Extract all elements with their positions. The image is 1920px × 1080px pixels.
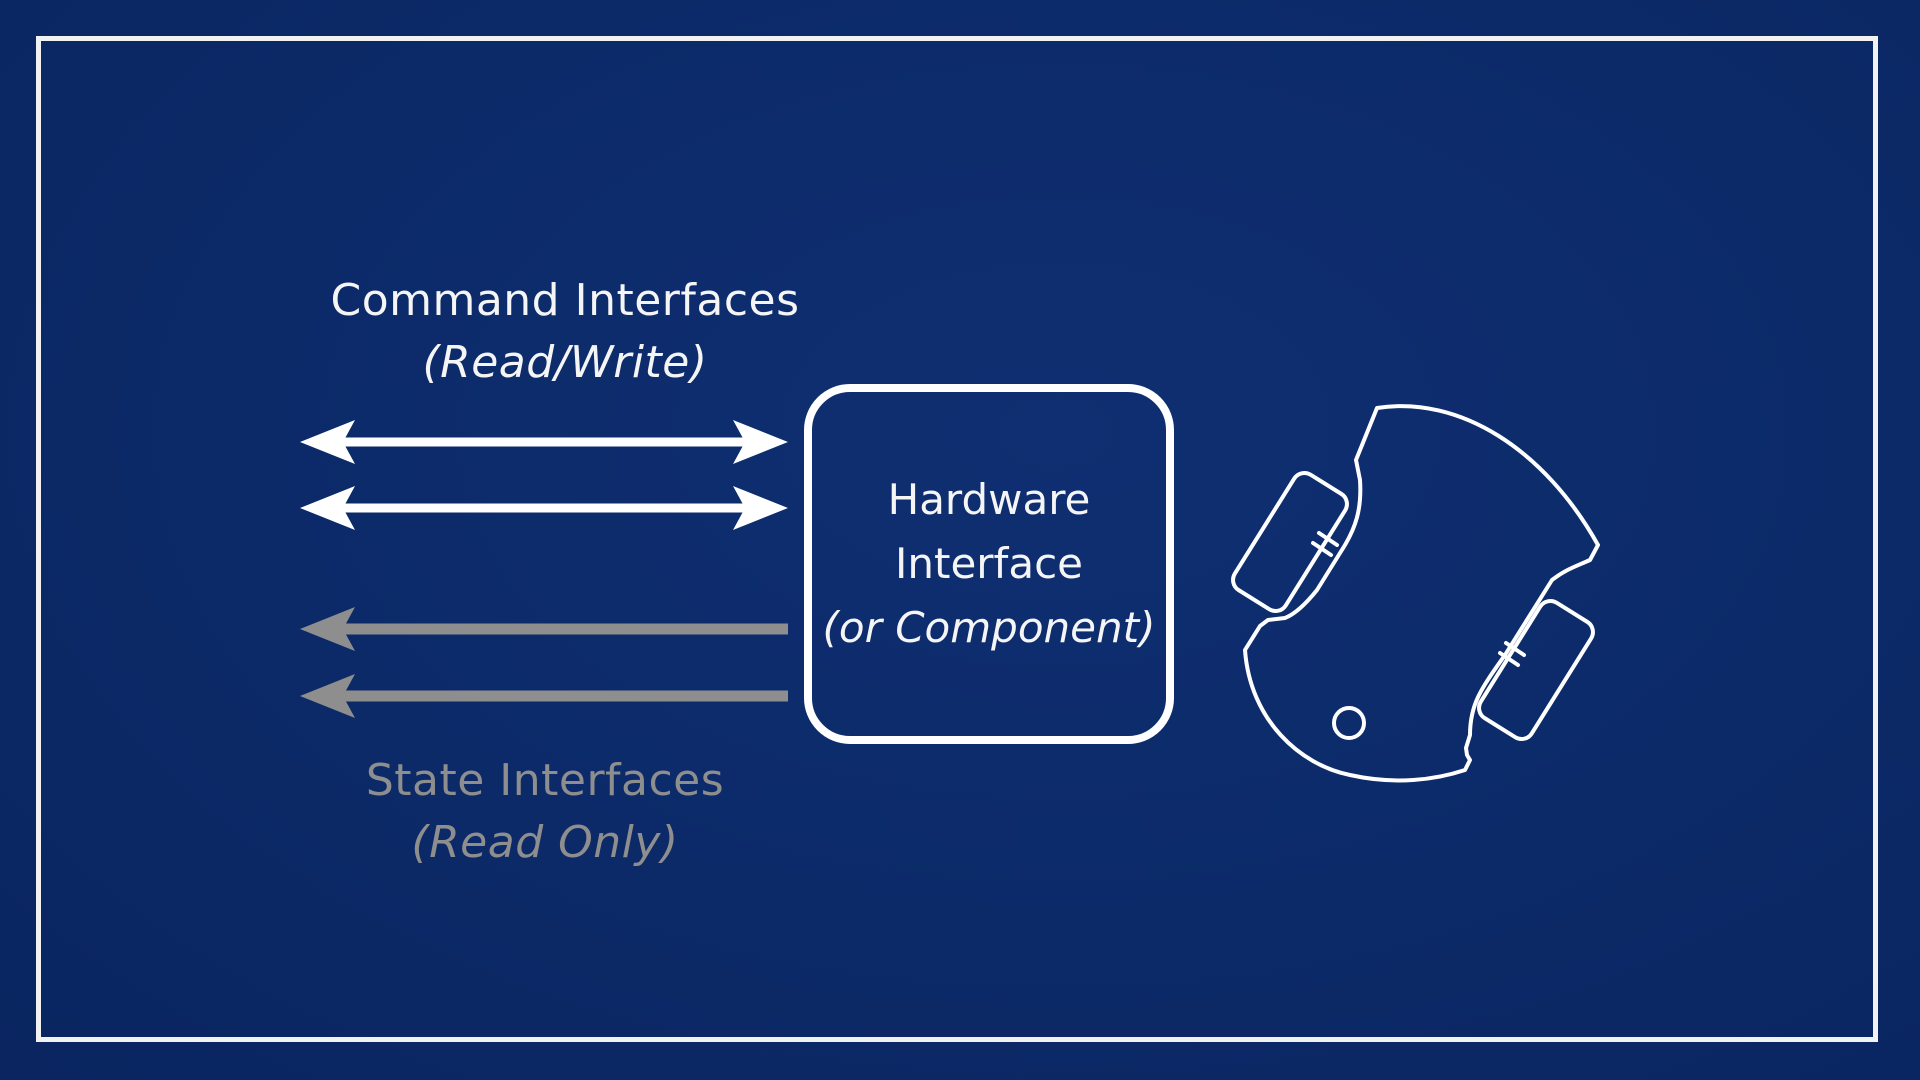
command-interfaces-title: Command Interfaces xyxy=(330,275,800,326)
command-arrow-2 xyxy=(300,486,788,530)
command-interfaces-label: Command Interfaces (Read/Write) xyxy=(300,270,830,394)
hardware-interface-text: Hardware Interface (or Component) xyxy=(823,468,1156,660)
state-interfaces-subtitle: (Read Only) xyxy=(411,817,679,868)
slide-border xyxy=(36,36,1878,1042)
state-arrow-1 xyxy=(300,607,788,651)
robot-axle-left xyxy=(1317,531,1339,547)
robot-axle-right xyxy=(1504,641,1526,657)
hardware-interface-line3: (or Component) xyxy=(822,603,1156,652)
state-interfaces-label: State Interfaces (Read Only) xyxy=(280,750,810,874)
state-interfaces-title: State Interfaces xyxy=(365,755,725,806)
hardware-interface-box: Hardware Interface (or Component) xyxy=(804,384,1174,744)
robot-body-outline xyxy=(1243,404,1600,783)
command-interfaces-subtitle: (Read/Write) xyxy=(422,337,708,388)
robot-wheel-right xyxy=(1477,598,1595,742)
robot-caster xyxy=(1332,706,1366,740)
robot-axle-left-2 xyxy=(1311,541,1333,557)
robot-axle-right-2 xyxy=(1498,651,1520,667)
state-arrow-2 xyxy=(300,674,788,718)
robot-wheel-left xyxy=(1231,470,1349,614)
hardware-interface-line1: Hardware xyxy=(887,475,1091,524)
command-arrow-1 xyxy=(300,420,788,464)
robot-topdown-icon xyxy=(1231,404,1600,783)
hardware-interface-line2: Interface xyxy=(894,539,1084,588)
